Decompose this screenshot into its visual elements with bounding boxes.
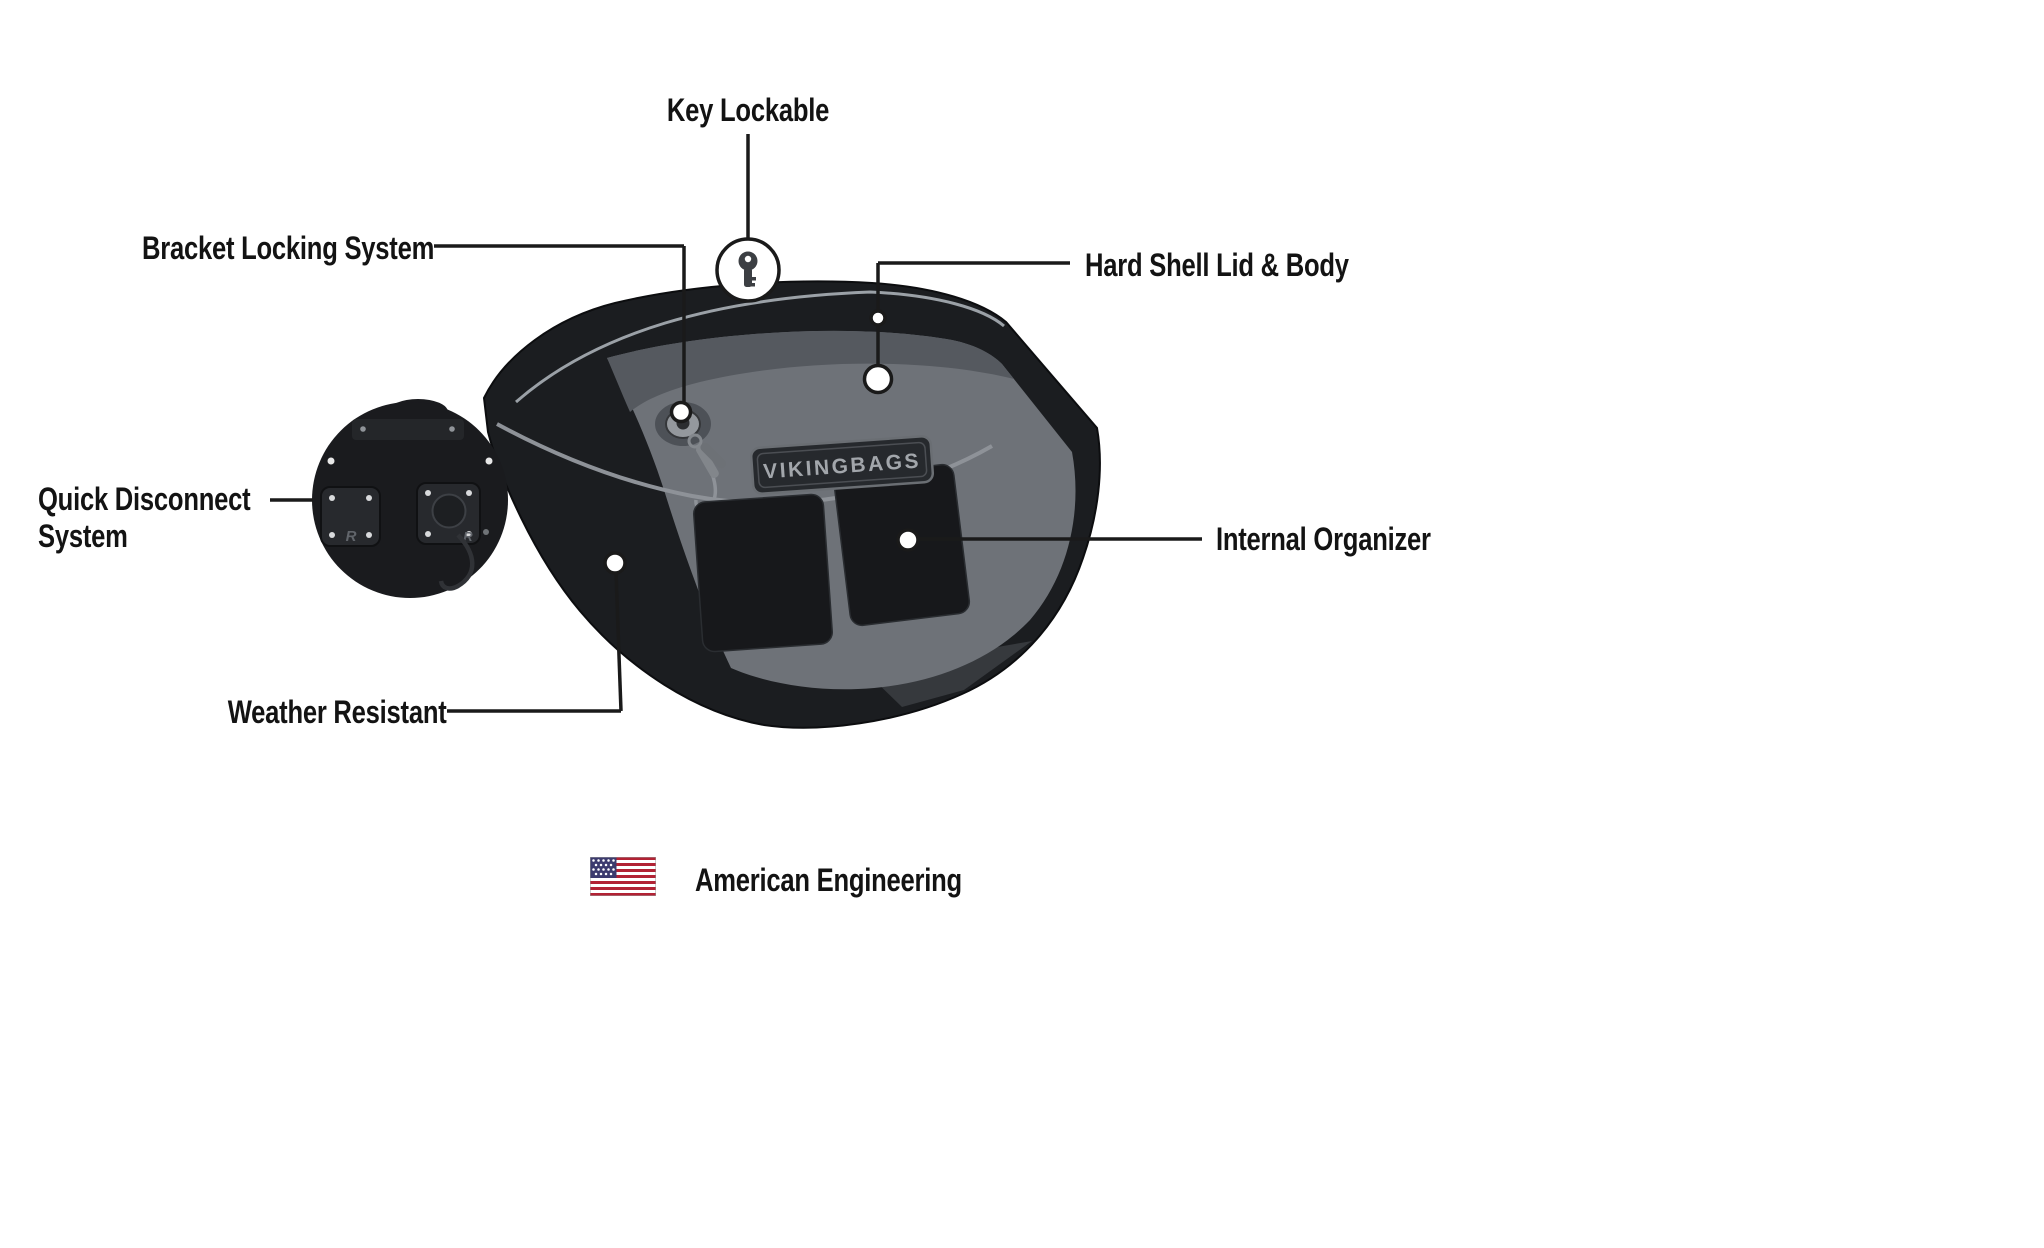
- disconnect-cable: [438, 533, 475, 591]
- organizer-pocket-left: [692, 493, 834, 653]
- brand-badge: VIKINGBAGS: [749, 435, 935, 495]
- leader-weather-v: [614, 571, 623, 712]
- callout-quick-disconnect-system: Quick Disconnect System: [38, 481, 251, 554]
- mounting-plate-left: R: [320, 486, 381, 547]
- marker-bracket-locking: [669, 400, 693, 424]
- marker-internal-organizer: [896, 528, 920, 552]
- marker-hardshell-seam: [869, 309, 887, 327]
- plate-mark: R: [463, 529, 473, 544]
- callout-key-lockable: Key Lockable: [666, 92, 830, 128]
- usa-flag-icon: [590, 857, 656, 896]
- leader-lines: [270, 134, 1202, 713]
- marker-hardshell-lid: [862, 363, 894, 395]
- key-icon: [738, 251, 758, 287]
- key-lock: [665, 409, 727, 478]
- footer-american-engineering: American Engineering: [695, 862, 962, 898]
- callout-bracket-locking-system: Bracket Locking System: [141, 230, 434, 266]
- mounting-plate-right: R: [416, 482, 481, 545]
- plate-mark: R: [346, 528, 357, 545]
- callout-weather-resistant: Weather Resistant: [228, 694, 447, 730]
- marker-weather-resistant: [603, 551, 627, 575]
- callout-hard-shell-lid-body: Hard Shell Lid & Body: [1085, 247, 1349, 283]
- quick-disconnect-inset: R R: [312, 399, 508, 598]
- callout-internal-organizer: Internal Organizer: [1216, 521, 1431, 557]
